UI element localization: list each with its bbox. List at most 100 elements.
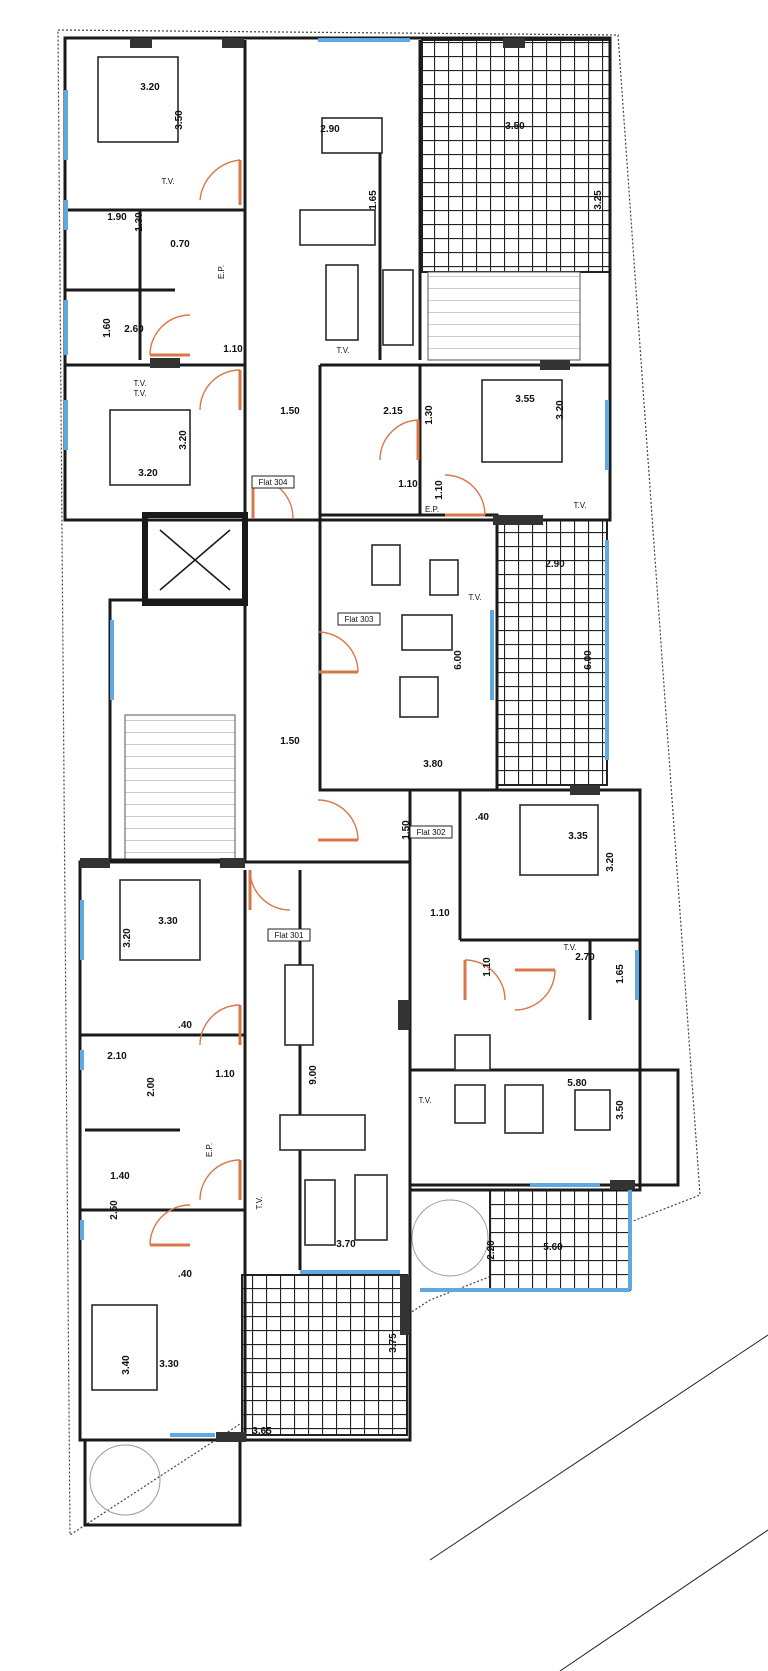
- doors: [149, 159, 556, 1247]
- bed: [91, 1304, 158, 1391]
- svg-text:2.90: 2.90: [320, 124, 340, 135]
- svg-text:3.20: 3.20: [178, 430, 189, 450]
- dining-table: [321, 117, 383, 154]
- svg-text:2.20: 2.20: [486, 1240, 497, 1260]
- svg-text:T.V.: T.V.: [255, 1196, 264, 1209]
- wall: [408, 1068, 680, 1187]
- svg-text:2.10: 2.10: [107, 1051, 127, 1062]
- coffee-table: [304, 1179, 336, 1246]
- svg-text:9.00: 9.00: [308, 1065, 319, 1085]
- site-line: [429, 1334, 768, 1561]
- furniture: [91, 56, 611, 1391]
- bed: [119, 879, 201, 961]
- wall: [318, 513, 499, 792]
- svg-text:Flat 302: Flat 302: [417, 828, 446, 837]
- svg-text:5.80: 5.80: [567, 1078, 587, 1089]
- svg-text:Flat 303: Flat 303: [345, 615, 374, 624]
- coffee-table: [325, 264, 359, 341]
- sofa: [401, 614, 453, 651]
- svg-text:Flat 304: Flat 304: [259, 478, 288, 487]
- svg-text:3.40: 3.40: [121, 1355, 132, 1375]
- armchair: [454, 1034, 491, 1071]
- svg-text:3.50: 3.50: [615, 1100, 626, 1120]
- svg-text:1.40: 1.40: [110, 1171, 130, 1182]
- svg-text:1.60: 1.60: [102, 318, 113, 338]
- sofa: [354, 1174, 388, 1241]
- svg-text:E.P.: E.P.: [425, 505, 439, 514]
- svg-text:2.50: 2.50: [109, 1200, 120, 1220]
- svg-text:3.30: 3.30: [159, 1359, 179, 1370]
- tv-labels: T.V. T.V. T.V. T.V. T.V. T.V. T.V. T.V. …: [133, 177, 586, 1210]
- svg-text:1.65: 1.65: [615, 964, 626, 984]
- svg-text:1.10: 1.10: [398, 479, 418, 490]
- flat-label-304: Flat 304: [251, 475, 295, 489]
- sofa: [279, 1114, 366, 1151]
- svg-text:.40: .40: [178, 1020, 192, 1031]
- svg-text:2.60: 2.60: [124, 324, 144, 335]
- main-stairs: [124, 714, 236, 861]
- dining-table: [399, 676, 439, 718]
- svg-text:3.80: 3.80: [423, 759, 443, 770]
- svg-text:3.50: 3.50: [505, 121, 525, 132]
- property-boundary: [57, 29, 701, 1537]
- svg-text:3.20: 3.20: [122, 928, 133, 948]
- svg-text:2.90: 2.90: [545, 559, 565, 570]
- svg-text:T.V.: T.V.: [573, 501, 586, 510]
- armchair: [371, 544, 401, 586]
- flat-label-303: Flat 303: [337, 612, 381, 626]
- spiral-stair: [89, 1444, 161, 1516]
- svg-text:3.20: 3.20: [555, 400, 566, 420]
- svg-text:3.50: 3.50: [174, 110, 185, 130]
- svg-text:3.20: 3.20: [140, 82, 160, 93]
- svg-text:3.20: 3.20: [138, 468, 158, 479]
- svg-text:1.10: 1.10: [430, 908, 450, 919]
- sofa: [382, 269, 414, 346]
- svg-text:T.V.: T.V.: [418, 1096, 431, 1105]
- armchair: [429, 559, 459, 596]
- sofa: [504, 1084, 544, 1134]
- svg-text:1.50: 1.50: [401, 820, 412, 840]
- svg-text:T.V.: T.V.: [161, 177, 174, 186]
- svg-text:1.50: 1.50: [280, 406, 300, 417]
- svg-text:3.30: 3.30: [158, 916, 178, 927]
- svg-text:T.V.: T.V.: [563, 943, 576, 952]
- site-line: [559, 1529, 768, 1671]
- terrace-middle: [496, 519, 608, 786]
- structural-columns: [80, 38, 635, 1442]
- svg-text:T.V.: T.V.: [468, 593, 481, 602]
- svg-text:2.00: 2.00: [146, 1077, 157, 1097]
- svg-text:0.70: 0.70: [170, 239, 190, 250]
- bed: [109, 409, 191, 486]
- stairs-top: [427, 271, 581, 361]
- svg-text:1.50: 1.50: [280, 736, 300, 747]
- svg-text:.40: .40: [178, 1269, 192, 1280]
- flat-label-302: Flat 302: [409, 825, 453, 839]
- svg-text:6.00: 6.00: [453, 650, 464, 670]
- svg-text:3.70: 3.70: [336, 1239, 356, 1250]
- flat-label-301: Flat 301: [267, 928, 311, 942]
- svg-text:3.65: 3.65: [252, 1426, 272, 1437]
- bed: [481, 379, 563, 463]
- wall: [408, 788, 642, 1192]
- ep-labels: E.P. E.P. E.P.: [205, 265, 439, 1157]
- svg-text:1.65: 1.65: [368, 190, 379, 210]
- svg-text:Flat 301: Flat 301: [275, 931, 304, 940]
- elevator-shaft: [142, 512, 248, 606]
- terrace-lower-right: [489, 1189, 631, 1291]
- svg-text:1.30: 1.30: [134, 212, 145, 232]
- svg-text:3.35: 3.35: [568, 831, 588, 842]
- terrace-lower-left: [241, 1274, 408, 1436]
- windows: [64, 38, 639, 1437]
- dining-table: [284, 964, 314, 1046]
- dimension-labels: 3.20 3.50 2.90 3.50 3.25 1.90 1.30 0.70 …: [102, 82, 626, 1437]
- svg-text:T.V.: T.V.: [133, 379, 146, 388]
- dining-table: [574, 1089, 611, 1131]
- svg-text:1.30: 1.30: [424, 405, 435, 425]
- bed: [97, 56, 179, 143]
- svg-text:2.70: 2.70: [575, 952, 595, 963]
- svg-text:E.P.: E.P.: [217, 265, 226, 279]
- spiral-stair: [411, 1199, 489, 1277]
- svg-text:T.V.: T.V.: [133, 389, 146, 398]
- svg-text:T.V.: T.V.: [336, 346, 349, 355]
